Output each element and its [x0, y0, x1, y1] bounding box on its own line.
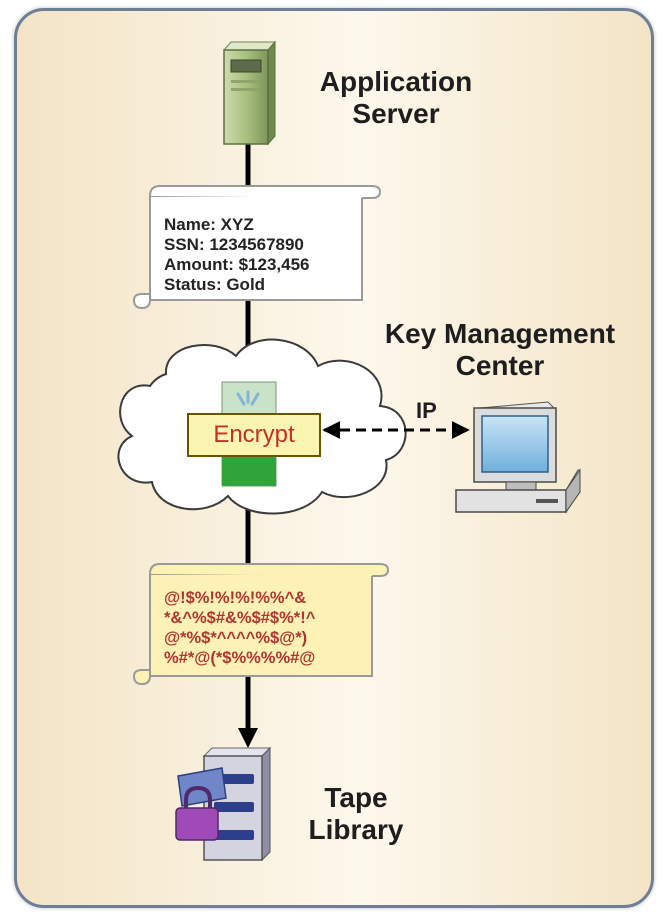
key-management-label-line2: Center: [455, 350, 545, 382]
plaintext-line: Name: XYZ: [164, 215, 254, 234]
ciphertext-scroll-icon: [132, 563, 390, 686]
application-server-label: Application Server: [296, 66, 496, 130]
ip-link-label: IP: [416, 398, 437, 423]
tape-library-icon: [175, 746, 272, 862]
application-server-label-line1: Application: [319, 66, 473, 97]
ciphertext-line: @*%$*^^^^%$@*): [164, 629, 308, 647]
application-server-icon: [222, 40, 277, 146]
plaintext-record: Name: XYZ SSN: 1234567890 Amount: $123,4…: [164, 215, 310, 295]
plaintext-scroll-icon: [132, 185, 382, 310]
ciphertext-record: @!$%!%!%!%%^& *&^%$#&%$#$%*!^ @*%$*^^^^%…: [164, 588, 315, 668]
key-management-center-label: Key Management Center: [360, 318, 640, 382]
key-management-computer-icon: [455, 401, 581, 514]
application-server-label-line2: Server: [352, 98, 440, 130]
ciphertext-line: @!$%!%!%!%%^&: [164, 589, 307, 607]
plaintext-line: Amount: $123,456: [164, 255, 310, 274]
ciphertext-line: *&^%$#&%$#$%*!^: [164, 609, 316, 627]
tape-library-label-line1: Tape: [324, 782, 388, 813]
plaintext-line: SSN: 1234567890: [164, 235, 304, 254]
encrypt-label: Encrypt: [187, 413, 321, 457]
ciphertext-line: %#*@(*$%%%%#@: [164, 649, 316, 667]
tape-library-label: Tape Library: [296, 782, 416, 846]
arrow-head-icon: [238, 728, 258, 748]
plaintext-line: Status: Gold: [164, 275, 266, 294]
key-management-label-line1: Key Management: [384, 318, 616, 349]
tape-library-label-line2: Library: [308, 814, 404, 846]
